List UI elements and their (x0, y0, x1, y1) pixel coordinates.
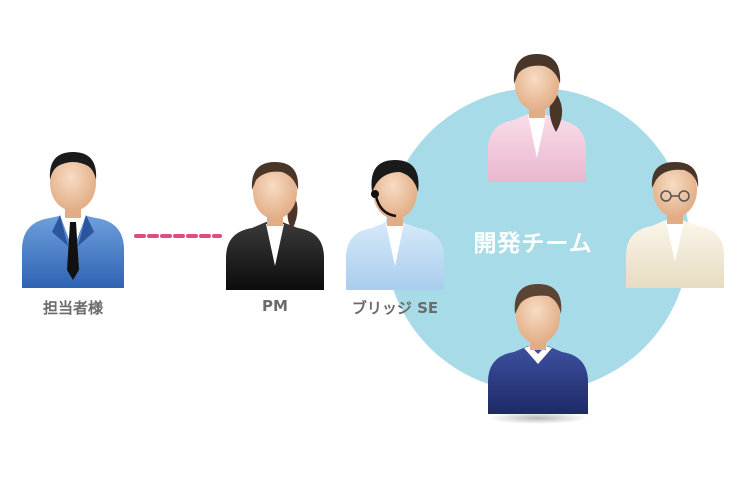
bridge-se-person-icon (346, 160, 444, 290)
team-member-right-icon (626, 162, 724, 288)
pm-label: PM (262, 297, 288, 315)
client-person-icon (22, 152, 124, 288)
pm-person-icon (226, 162, 324, 290)
team-circle (385, 88, 689, 392)
team-member-top-icon (488, 54, 586, 182)
team-label: 開発チーム (473, 231, 593, 257)
client-label: 担当者様 (42, 299, 104, 317)
bridge-se-label: ブリッジ SE (351, 299, 439, 317)
team-member-bottom-icon (488, 284, 588, 424)
